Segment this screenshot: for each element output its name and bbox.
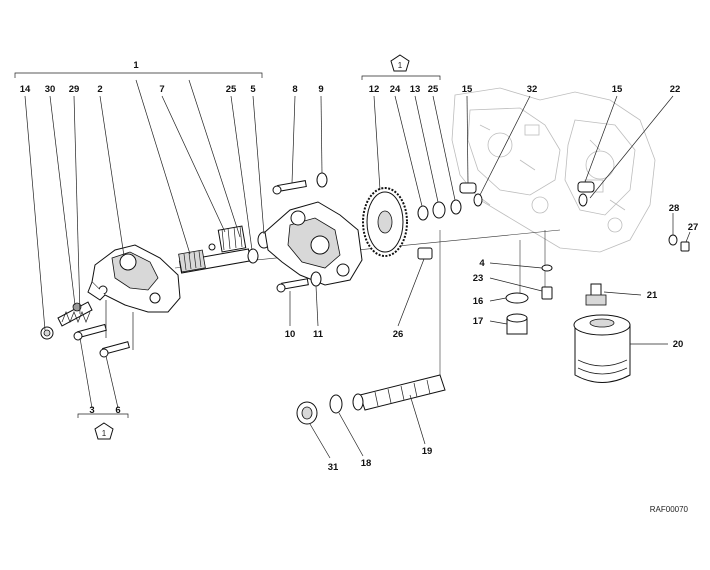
- label-22: 22: [670, 84, 681, 95]
- gasket-16: [505, 292, 529, 304]
- label-31: 31: [328, 462, 339, 473]
- label-32: 32: [527, 84, 538, 95]
- washer-28: [668, 234, 678, 246]
- label-16: 16: [473, 296, 484, 307]
- oil-strainer-19: [352, 374, 446, 411]
- label-20: 20: [673, 339, 684, 350]
- part-labels: 14 30 29 2 7 25 5 8 9 12 24 13 25 15 32 …: [20, 84, 699, 473]
- leader-lines: [24, 79, 691, 459]
- seal-ring-18: [329, 394, 343, 414]
- label-14: 14: [20, 84, 31, 95]
- label-25-right: 25: [428, 84, 439, 95]
- drain-plug-31: [296, 401, 318, 425]
- small-pin: [208, 243, 216, 251]
- label-4: 4: [479, 258, 485, 269]
- pump-screw-3: [73, 323, 107, 341]
- label-30: 30: [45, 84, 56, 95]
- pump-drive-shaft: [178, 248, 252, 274]
- pump-gear-7: [217, 225, 247, 253]
- filter-nipple-21: [585, 283, 607, 306]
- washer-11: [310, 271, 322, 287]
- label-12: 12: [369, 84, 380, 95]
- label-10: 10: [285, 329, 296, 340]
- screw-group-bracket: 1: [77, 413, 129, 440]
- washer-24: [417, 205, 429, 221]
- screw-group-badge: 1: [102, 429, 107, 438]
- seal-4: [541, 264, 553, 272]
- plug-23: [541, 286, 553, 300]
- oil-filter-20: [573, 314, 631, 383]
- drive-gear-12: [362, 187, 408, 257]
- dowel-15-right: [577, 181, 595, 193]
- label-8: 8: [292, 84, 297, 95]
- gear-group-badge: 1: [398, 61, 403, 70]
- o-ring-25-right: [450, 199, 462, 215]
- gear-group-bracket: 1: [361, 54, 441, 80]
- washer-9: [316, 172, 328, 188]
- dowel-15-left: [459, 182, 477, 194]
- label-27: 27: [688, 222, 699, 233]
- label-2: 2: [97, 84, 102, 95]
- cover-screw-10: [276, 278, 309, 293]
- union-17-top: [506, 313, 528, 323]
- label-5: 5: [250, 84, 256, 95]
- pump-body: [87, 244, 181, 313]
- label-26: 26: [393, 329, 404, 340]
- label-23: 23: [473, 273, 484, 284]
- label-25-left: 25: [226, 84, 237, 95]
- label-24: 24: [390, 84, 401, 95]
- label-15-right: 15: [612, 84, 623, 95]
- assembly-bracket: 1: [14, 60, 263, 78]
- pump-screw-6: [99, 341, 130, 358]
- label-18: 18: [361, 458, 372, 469]
- engine-casing: [451, 87, 656, 253]
- bushing-26: [417, 247, 433, 260]
- o-ring-25-left: [247, 248, 259, 264]
- label-21: 21: [647, 290, 658, 301]
- label-9: 9: [318, 84, 323, 95]
- bearing-13: [432, 201, 446, 219]
- label-28: 28: [669, 203, 680, 214]
- assembly-label: 1: [133, 60, 139, 71]
- label-7: 7: [159, 84, 164, 95]
- plug-27: [680, 241, 690, 252]
- pump-cover: [264, 201, 363, 286]
- label-17: 17: [473, 316, 484, 327]
- label-11: 11: [313, 329, 324, 340]
- label-15-left: 15: [462, 84, 473, 95]
- label-13: 13: [410, 84, 421, 95]
- reference-code: RAF00070: [650, 505, 689, 514]
- o-ring-32: [473, 193, 483, 207]
- label-29: 29: [69, 84, 80, 95]
- cover-screw-8: [272, 180, 307, 195]
- label-6: 6: [115, 405, 120, 416]
- label-19: 19: [422, 446, 433, 457]
- o-ring-22: [578, 193, 588, 207]
- label-3: 3: [89, 405, 94, 416]
- relief-plug-core: [43, 329, 51, 337]
